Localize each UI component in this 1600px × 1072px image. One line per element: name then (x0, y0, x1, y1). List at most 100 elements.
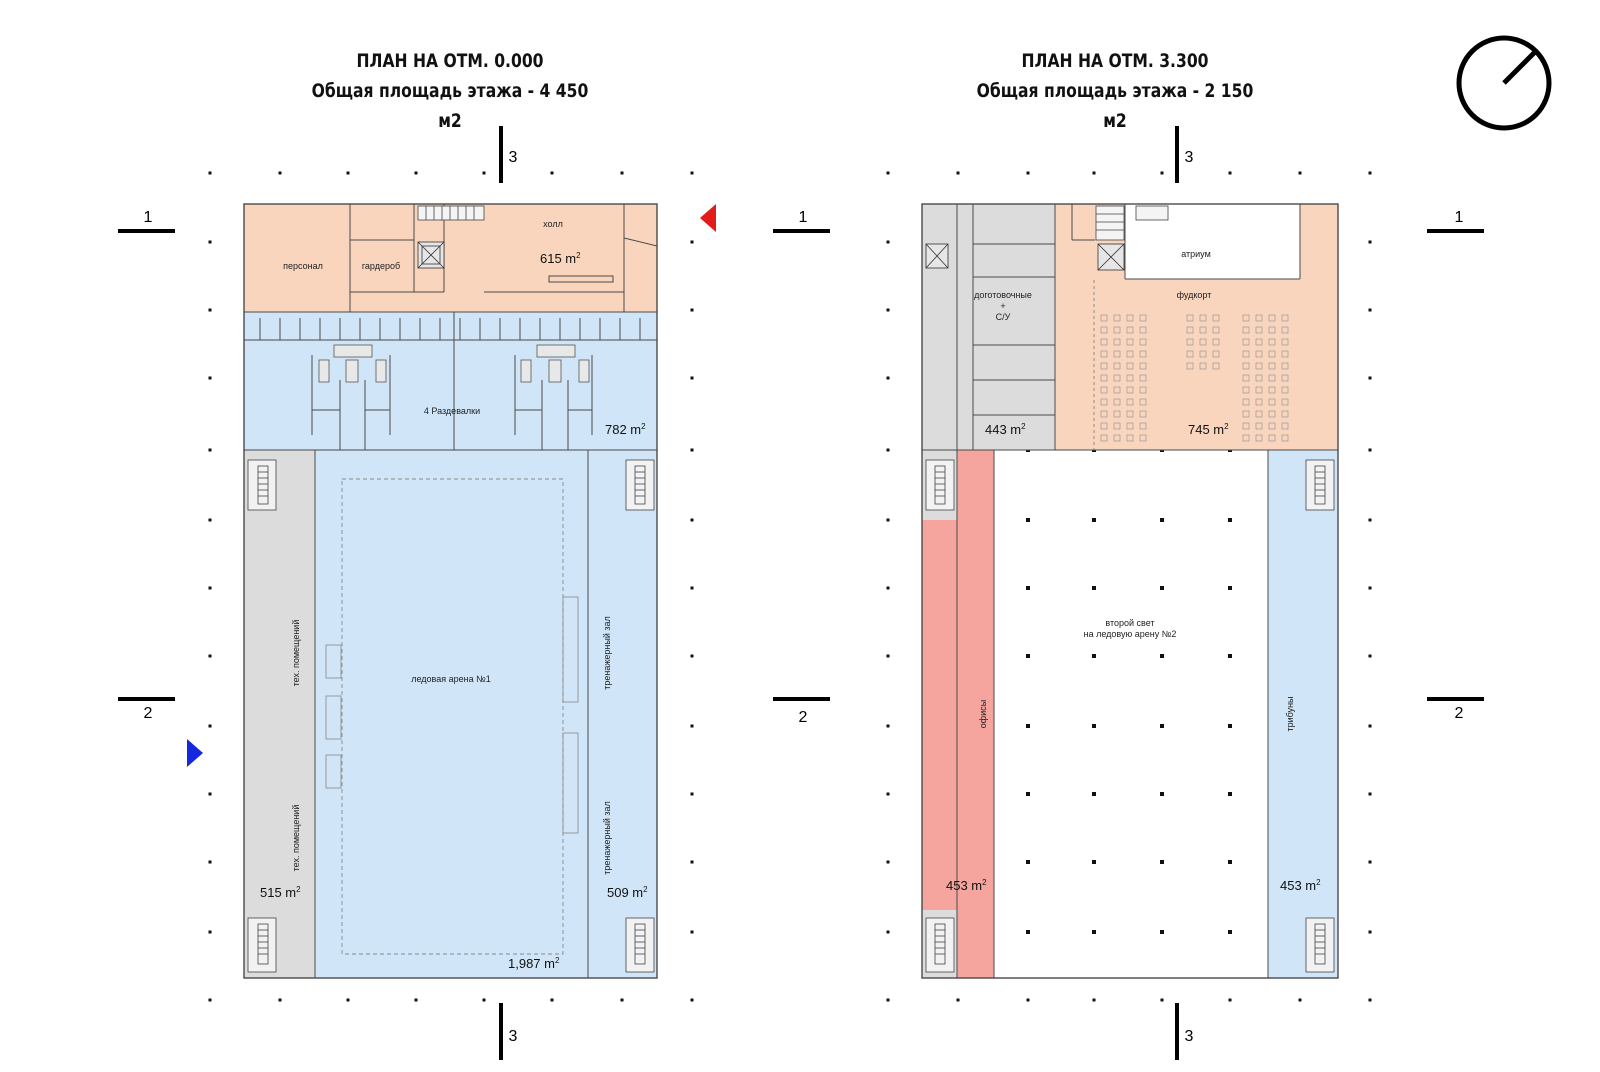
room-arena: ледовая арена №1 (411, 674, 491, 684)
grid-dot (1092, 860, 1096, 864)
grid-dot (1228, 724, 1232, 728)
table-mark (1113, 350, 1121, 358)
grid-dot (886, 586, 890, 590)
table-mark (1126, 362, 1134, 370)
table-mark (1268, 422, 1276, 430)
section-label-1: 1 (1455, 209, 1464, 226)
table-mark (1255, 398, 1263, 406)
grid-dot (1368, 171, 1372, 175)
grid-dot (690, 792, 694, 796)
table-mark (1139, 362, 1147, 370)
grid-dot (956, 171, 960, 175)
table-mark (1242, 410, 1250, 418)
table-mark (1242, 374, 1250, 382)
table-mark (1113, 314, 1121, 322)
table-mark (1255, 314, 1263, 322)
grid-dot (550, 998, 554, 1002)
table-mark (1126, 398, 1134, 406)
grid-dot (1368, 586, 1372, 590)
stair-icon (1095, 205, 1169, 241)
grid-dot (414, 171, 418, 175)
table-mark (1281, 374, 1289, 382)
table-mark (1100, 314, 1108, 322)
grid-dot (346, 171, 350, 175)
area-gym: 509 m2 (607, 885, 648, 900)
plan-1-title: ПЛАН НА ОТМ. 0.000 Общая площадь этажа -… (311, 46, 590, 136)
room-stands: трибуны (1285, 696, 1295, 731)
grid-dot (1368, 448, 1372, 452)
entrance-marker-icon (700, 204, 716, 232)
table-mark (1255, 434, 1263, 442)
grid-dot (482, 998, 486, 1002)
table-mark (1255, 350, 1263, 358)
area-prep: 443 m2 (985, 422, 1026, 437)
grid-dot (1026, 930, 1030, 934)
room-prep-line-1: доготовочные (974, 290, 1032, 300)
table-mark (1113, 338, 1121, 346)
section-label-1: 1 (799, 209, 808, 226)
grid-dot (886, 860, 890, 864)
grid-dot (208, 724, 212, 728)
zone-stands (1268, 450, 1338, 978)
grid-dot (1026, 518, 1030, 522)
grid-dot (690, 171, 694, 175)
table-mark (1212, 350, 1220, 358)
room-personal: персонал (283, 261, 323, 271)
table-mark (1281, 350, 1289, 358)
section-label-2: 2 (799, 709, 808, 726)
room-prep-line-2: + (1000, 301, 1005, 311)
grid-dot (1160, 724, 1164, 728)
table-mark (1242, 338, 1250, 346)
grid-dot (1298, 171, 1302, 175)
table-mark (1242, 350, 1250, 358)
table-mark (1100, 362, 1108, 370)
entrance-marker-icon (187, 739, 203, 767)
table-mark (1212, 362, 1220, 370)
table-mark (1139, 398, 1147, 406)
grid-dot (886, 998, 890, 1002)
grid-dot (1160, 171, 1164, 175)
table-mark (1100, 410, 1108, 418)
table-mark (1113, 374, 1121, 382)
grid-dot (346, 998, 350, 1002)
area-offices: 453 m2 (946, 878, 987, 893)
table-mark (1199, 338, 1207, 346)
grid-dot (208, 171, 212, 175)
grid-dot (208, 860, 212, 864)
table-mark (1139, 314, 1147, 322)
rink-benches (325, 596, 579, 834)
table-mark (1268, 338, 1276, 346)
area-foodcourt: 745 m2 (1188, 422, 1229, 437)
plan-1: персонал гардероб холл 4 Раздевалки ледо… (187, 203, 716, 979)
section-lines (118, 126, 1484, 1060)
table-mark (1242, 434, 1250, 442)
zone-lockers (244, 312, 657, 450)
table-mark (1126, 374, 1134, 382)
table-mark (1186, 338, 1194, 346)
table-mark (1268, 434, 1276, 442)
table-mark (1126, 434, 1134, 442)
grid-dot (1092, 586, 1096, 590)
table-mark (1268, 386, 1276, 394)
room-gym-top: тренажерный зал (602, 616, 612, 690)
grid-dot (208, 930, 212, 934)
room-tech-top: тех. помещений (291, 620, 301, 687)
north-arrow-icon (1456, 35, 1552, 131)
section-label-1: 1 (144, 209, 153, 226)
grid-dot (1228, 654, 1232, 658)
table-mark (1126, 338, 1134, 346)
table-mark (1126, 410, 1134, 418)
table-mark (1113, 386, 1121, 394)
grid-dot (1160, 518, 1164, 522)
table-mark (1268, 350, 1276, 358)
ice-rink-outline (341, 478, 564, 955)
grid-dot (886, 724, 890, 728)
table-mark (1139, 422, 1147, 430)
grid-dot (690, 724, 694, 728)
plan-2: атриум доготовочные + С/У фудкорт второй… (921, 203, 1339, 979)
plan-1-subtitle-line: Общая площадь этажа - 4 450 м2 (311, 80, 589, 132)
table-mark (1281, 314, 1289, 322)
table-mark (1281, 422, 1289, 430)
plan-1-title-line: ПЛАН НА ОТМ. 0.000 (356, 50, 544, 72)
